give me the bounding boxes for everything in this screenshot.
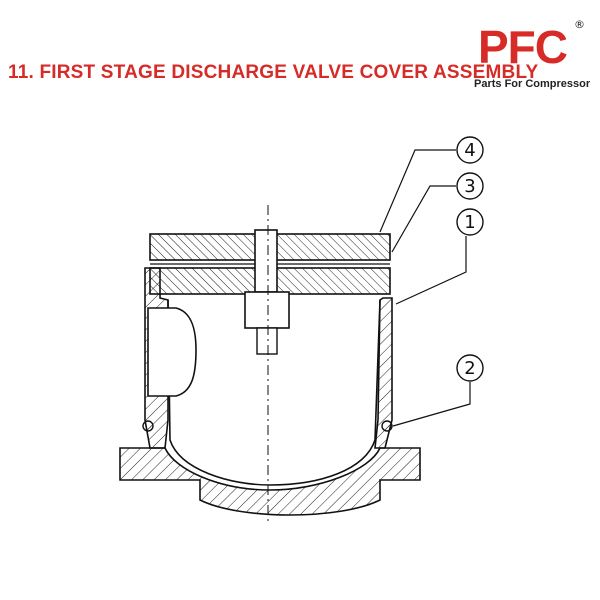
svg-text:4: 4 — [464, 140, 475, 161]
callout-4: 4 — [456, 136, 484, 164]
callout-1: 1 — [456, 208, 484, 236]
side-pocket — [147, 307, 197, 397]
inner-bowl — [167, 299, 381, 486]
page-title: 11. FIRST STAGE DISCHARGE VALVE COVER AS… — [8, 62, 539, 83]
callout-3: 3 — [456, 172, 484, 200]
center-stud — [254, 229, 278, 293]
svg-text:3: 3 — [464, 176, 475, 197]
registered-mark: ® — [574, 18, 585, 31]
brand-logo: PFC ® Parts For Compressor — [470, 16, 590, 96]
callout-2: 2 — [456, 354, 484, 382]
leader-3 — [391, 185, 456, 253]
svg-text:2: 2 — [464, 358, 475, 379]
logo-mark: PFC — [478, 21, 568, 73]
leader-1 — [395, 236, 467, 305]
leader-2 — [392, 382, 471, 427]
logo-tagline: Parts For Compressor — [474, 78, 591, 90]
o-ring-right — [381, 420, 393, 432]
leader-4 — [379, 149, 456, 233]
center-nut — [244, 291, 290, 329]
stud-tip — [256, 327, 278, 355]
o-ring-left — [142, 420, 154, 432]
svg-text:1: 1 — [464, 212, 475, 233]
cover-body-section — [119, 447, 421, 516]
